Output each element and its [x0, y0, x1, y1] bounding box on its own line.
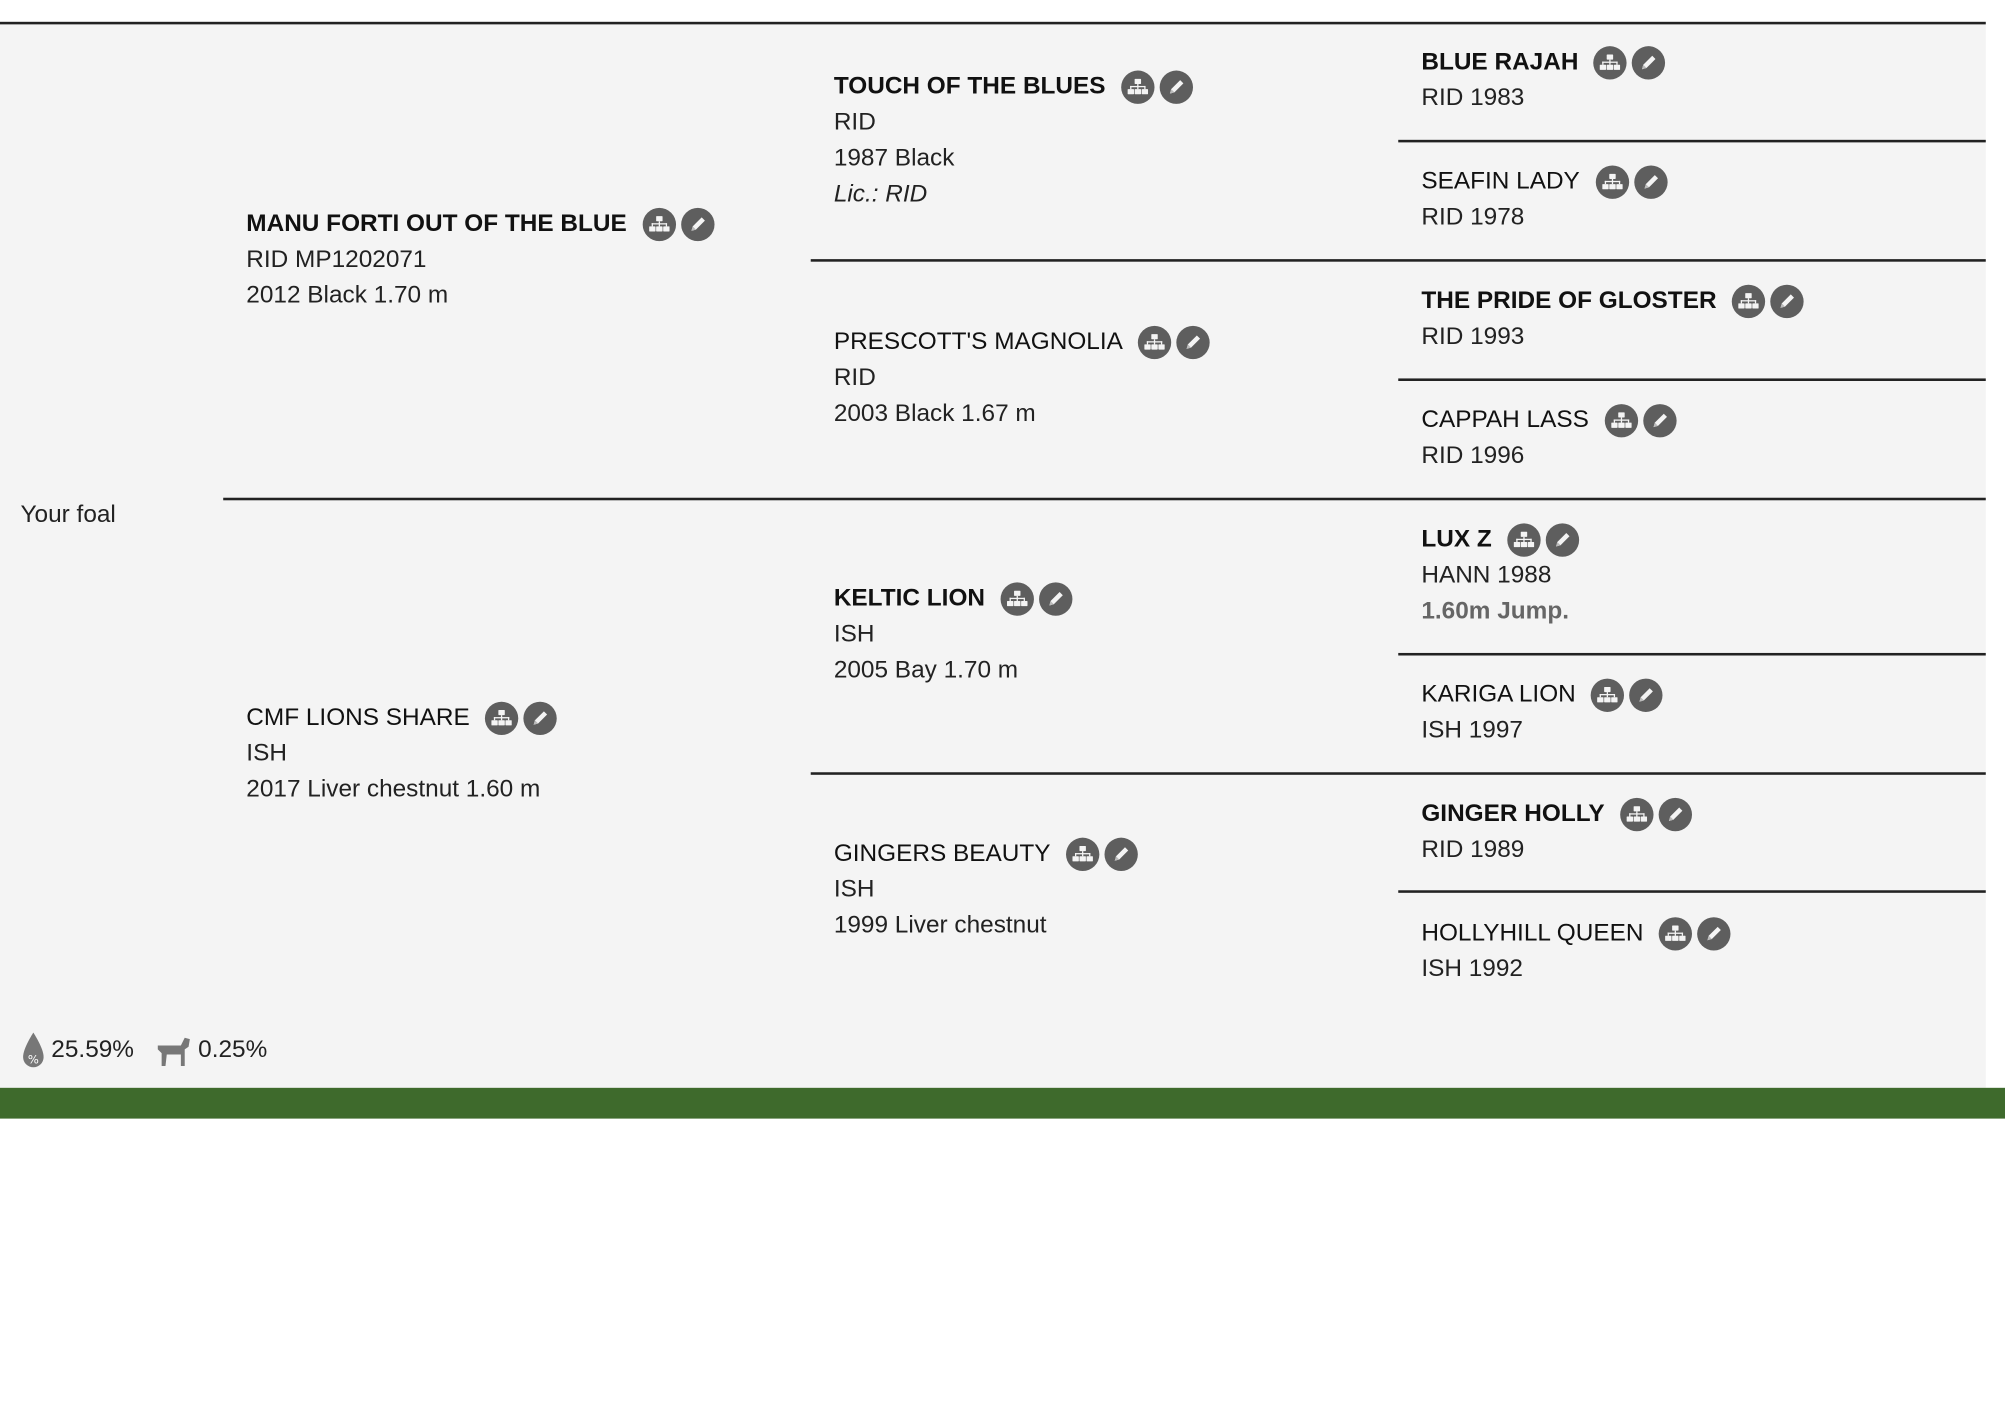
footer-bar — [0, 1087, 2005, 1119]
horse-studbook: ISH 1992 — [1421, 955, 1523, 983]
horse-name[interactable]: THE PRIDE OF GLOSTER — [1421, 287, 1717, 315]
pencil-edit-icon[interactable] — [1658, 797, 1692, 832]
horse-details: 2012 Black 1.70 m — [246, 282, 449, 310]
pencil-edit-icon[interactable] — [1159, 70, 1193, 104]
horse-studbook: RID 1978 — [1421, 203, 1525, 231]
pencil-edit-icon[interactable] — [1038, 582, 1073, 616]
top-divider — [0, 21, 1986, 25]
pencil-edit-icon[interactable] — [523, 701, 557, 736]
pedigree-tree-icon[interactable] — [1593, 46, 1628, 80]
dam-entry: CMF LIONS SHARE ISH 2017 Liver chestnut … — [246, 700, 562, 808]
horse-name[interactable]: KARIGA LION — [1421, 681, 1576, 709]
blood-percentage-value: 25.59% — [51, 1036, 134, 1064]
pencil-edit-icon[interactable] — [1642, 404, 1677, 438]
sire-sire-entry: TOUCH OF THE BLUES RID 1987 Black Lic.: … — [834, 69, 1198, 213]
horse-studbook: ISH — [833, 876, 875, 904]
horse-studbook: ISH 1997 — [1421, 717, 1523, 745]
horse-name[interactable]: CMF LIONS SHARE — [246, 704, 470, 732]
pedigree-tree-icon[interactable] — [1138, 325, 1172, 360]
horse-achievement: 1.60m Jump. — [1421, 597, 1570, 625]
sire-dam-entry: PRESCOTT'S MAGNOLIA RID 2003 Black 1.67 … — [834, 325, 1215, 433]
pedigree-tree-icon[interactable] — [1658, 917, 1693, 951]
horse-studbook: HANN 1988 — [1421, 561, 1552, 589]
horse-studbook: ISH — [833, 620, 875, 648]
dam-sire-entry: KELTIC LION ISH 2005 Bay 1.70 m — [834, 581, 1078, 689]
pencil-edit-icon[interactable] — [1697, 917, 1731, 951]
divider-gen3 — [1398, 652, 1986, 656]
horse-name[interactable]: GINGERS BEAUTY — [833, 840, 1051, 868]
pencil-edit-icon[interactable] — [1633, 165, 1668, 199]
pencil-edit-icon[interactable] — [1770, 284, 1804, 319]
pencil-edit-icon[interactable] — [1632, 46, 1666, 80]
divider-gen3 — [1398, 378, 1986, 381]
divider-gen2-bottom — [810, 772, 1986, 775]
pencil-edit-icon[interactable] — [1629, 678, 1663, 712]
horse-studbook: RID 1993 — [1421, 323, 1525, 351]
pedigree-tree-icon[interactable] — [642, 207, 676, 242]
horse-name[interactable]: HOLLYHILL QUEEN — [1421, 919, 1644, 947]
pedigree-tree-icon[interactable] — [1731, 284, 1766, 319]
horse-icon — [155, 1034, 193, 1067]
dam-dam-entry: GINGERS BEAUTY ISH 1999 Liver chestnut — [834, 836, 1143, 944]
ancestor-entry: LUX Z HANN 1988 1.60m Jump. — [1421, 522, 1584, 630]
horse-studbook: RID — [833, 109, 876, 136]
horse-name[interactable]: MANU FORTI OUT OF THE BLUE — [246, 210, 627, 238]
pedigree-tree-icon[interactable] — [1507, 523, 1541, 557]
horse-name[interactable]: LUX Z — [1421, 525, 1492, 553]
horse-licence: Lic.: RID — [833, 180, 928, 208]
divider-gen3 — [1398, 890, 1986, 893]
horse-name[interactable]: GINGER HOLLY — [1421, 800, 1605, 828]
horse-studbook: ISH — [246, 740, 287, 768]
sire-entry: MANU FORTI OUT OF THE BLUE RID MP1202071… — [246, 207, 719, 315]
ancestor-entry: HOLLYHILL QUEEN ISH 1992 — [1421, 916, 1736, 988]
horse-details: 2005 Bay 1.70 m — [833, 656, 1019, 684]
ancestor-entry: CAPPAH LASS RID 1996 — [1421, 403, 1681, 475]
pedigree-tree-icon[interactable] — [1604, 404, 1638, 438]
pedigree-panel — [0, 23, 1986, 1088]
horse-details: 2017 Liver chestnut 1.60 m — [246, 776, 541, 804]
horse-details: 1987 Black — [833, 144, 955, 172]
horse-name[interactable]: KELTIC LION — [833, 584, 986, 612]
pedigree-tree-icon[interactable] — [485, 701, 519, 736]
horse-studbook: RID 1983 — [1421, 84, 1525, 112]
horse-name[interactable]: BLUE RAJAH — [1421, 48, 1579, 76]
pedigree-tree-icon[interactable] — [1000, 582, 1034, 616]
ancestor-entry: GINGER HOLLY RID 1989 — [1421, 797, 1697, 869]
svg-text:%: % — [28, 1052, 39, 1066]
pedigree-stats: % 25.59% 0.25% — [21, 1031, 288, 1069]
pedigree-tree-icon[interactable] — [1595, 165, 1629, 199]
pedigree-tree-icon[interactable] — [1591, 678, 1625, 712]
horse-details: 2003 Black 1.67 m — [833, 400, 1036, 428]
horse-name[interactable]: PRESCOTT'S MAGNOLIA — [833, 328, 1123, 356]
horse-studbook: RID 1989 — [1421, 836, 1525, 864]
pencil-edit-icon[interactable] — [680, 207, 714, 242]
divider-gen3 — [1398, 139, 1986, 143]
ancestor-entry: THE PRIDE OF GLOSTER RID 1993 — [1421, 283, 1809, 355]
horse-name[interactable]: TOUCH OF THE BLUES — [833, 73, 1106, 101]
your-foal-label: Your foal — [20, 501, 116, 529]
pencil-edit-icon[interactable] — [1104, 837, 1138, 872]
pedigree-tree-icon[interactable] — [1620, 797, 1654, 832]
inbreeding-value: 0.25% — [198, 1036, 268, 1064]
horse-name[interactable]: CAPPAH LASS — [1421, 406, 1589, 434]
horse-studbook: RID — [833, 364, 876, 392]
pencil-edit-icon[interactable] — [1176, 325, 1211, 360]
ancestor-entry: SEAFIN LADY RID 1978 — [1421, 164, 1672, 236]
horse-studbook: RID 1996 — [1421, 442, 1525, 470]
ancestor-entry: BLUE RAJAH RID 1983 — [1421, 45, 1670, 117]
ancestor-entry: KARIGA LION ISH 1997 — [1421, 677, 1668, 749]
horse-name[interactable]: SEAFIN LADY — [1421, 168, 1580, 195]
divider-gen2-top — [810, 259, 1986, 262]
horse-details: 1999 Liver chestnut — [833, 912, 1047, 940]
horse-studbook: RID MP1202071 — [246, 246, 427, 274]
pedigree-tree-icon[interactable] — [1120, 70, 1155, 104]
pedigree-tree-icon[interactable] — [1065, 837, 1100, 872]
blood-drop-percent-icon: % — [21, 1031, 47, 1069]
pencil-edit-icon[interactable] — [1545, 523, 1579, 557]
divider-gen1 — [223, 497, 1986, 501]
